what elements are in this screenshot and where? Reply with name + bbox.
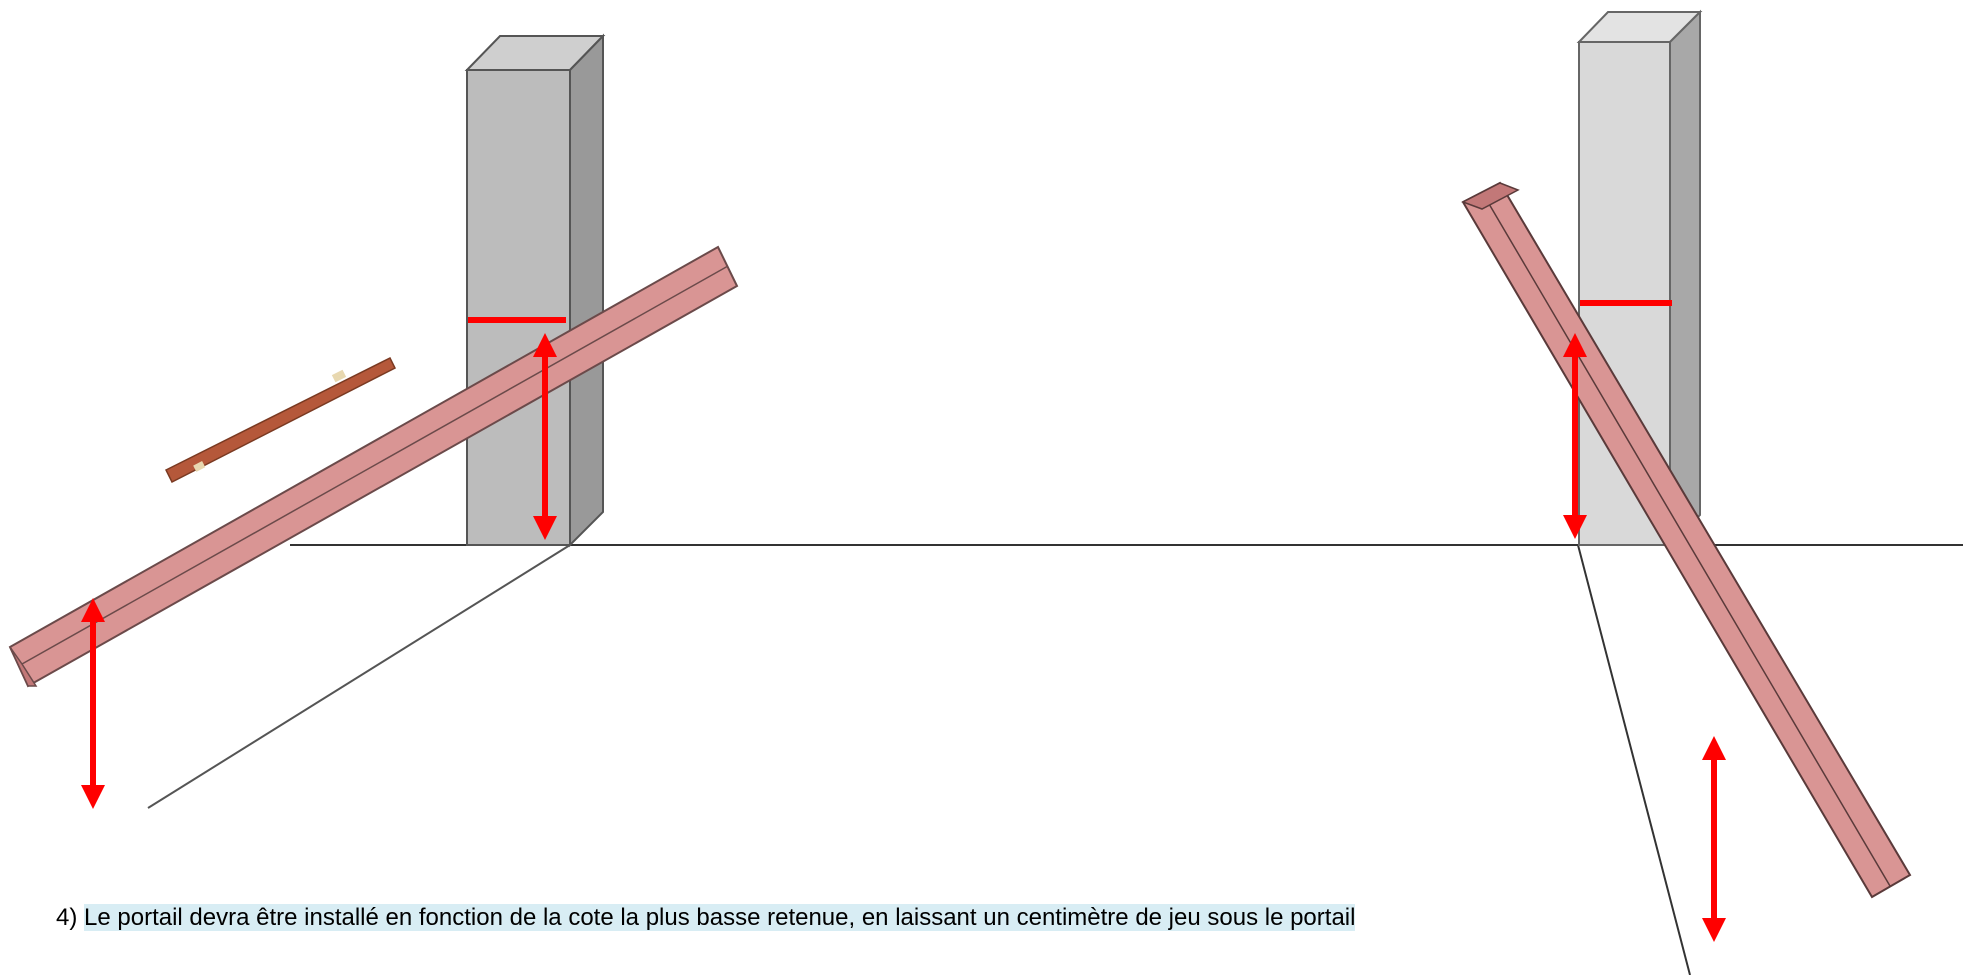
right-perspective-line [1577, 544, 1691, 975]
spirit-level-icon [164, 356, 397, 484]
instruction-text: Le portail devra être installé en foncti… [84, 904, 1356, 931]
left-timber-beam [8, 245, 739, 688]
step-number: 4) [56, 904, 78, 931]
instruction-caption: 4) Le portail devra être installé en fon… [56, 904, 1356, 932]
left-pillar [464, 33, 606, 548]
left-perspective-line [147, 544, 571, 809]
